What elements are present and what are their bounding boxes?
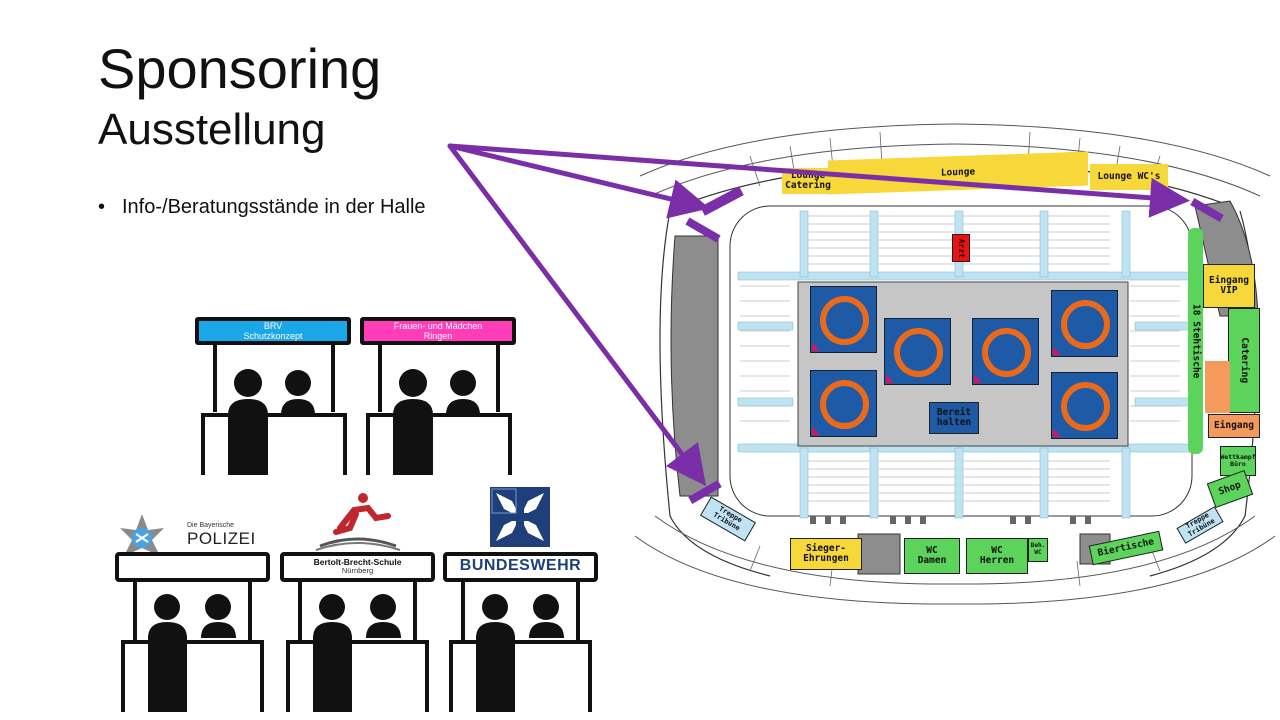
- zone-lounge-catering: Lounge Catering: [782, 168, 834, 194]
- zone-label: 18 Stehtische: [1190, 303, 1202, 379]
- zone-label: Eingang: [1213, 419, 1255, 431]
- zone-label: WC Herren: [979, 544, 1015, 566]
- school-logo-text: Bertolt-Brecht-Schule Nürnberg: [284, 558, 431, 575]
- slide-title: Sponsoring: [98, 37, 382, 100]
- logo-line: Bertolt-Brecht-Schule: [313, 557, 402, 567]
- booth-illustration: [443, 487, 598, 712]
- zone-behindert-wc: Beh. WC: [1028, 538, 1048, 562]
- bullet-marker: •: [98, 196, 106, 218]
- booth-illustration: [201, 345, 347, 475]
- zone-wettkampfbuero: Wettkampf Büro: [1220, 446, 1256, 476]
- bullet-item: • Info-/Beratungsstände in der Halle: [98, 196, 426, 219]
- zone-catering: Catering: [1228, 308, 1260, 413]
- booth-bertolt-brecht-schule: Bertolt-Brecht-Schule Nürnberg: [280, 488, 435, 712]
- zone-label: Bereit halten: [936, 406, 972, 428]
- hall-floor-plan: Lounge Lounge Catering Lounge WC's Arzt …: [630, 116, 1280, 606]
- zone-wc-herren: WC Herren: [966, 538, 1028, 574]
- wrestling-mat: [810, 286, 877, 353]
- wrestling-mat: [1051, 372, 1118, 439]
- zone-label: Lounge Catering: [785, 169, 831, 191]
- zone-label: Beh. WC: [1030, 542, 1046, 556]
- zone-arzt: Arzt: [952, 234, 970, 262]
- booth-illustration: [280, 493, 435, 712]
- slide-subtitle: Ausstellung: [98, 105, 326, 154]
- sign-line: Schutzkonzept: [243, 331, 303, 341]
- zone-label: Lounge WC's: [1097, 170, 1161, 182]
- sign-line: Ringen: [423, 331, 453, 341]
- zone-catering-orange: [1205, 361, 1230, 413]
- wrestling-mat: [884, 318, 951, 385]
- school-runner-icon: [315, 493, 401, 551]
- zone-label: Sieger- Ehrungen: [803, 542, 849, 564]
- booth-bundeswehr: BUNDESWEHR: [443, 487, 598, 712]
- bundeswehr-logo-text: BUNDESWEHR: [447, 557, 594, 575]
- bundeswehr-cross-icon: [490, 487, 550, 547]
- wrestling-mat: [972, 318, 1039, 385]
- zone-wc-damen: WC Damen: [904, 538, 960, 574]
- zone-bereit-halten: Bereit halten: [929, 402, 979, 434]
- logo-line: Die Bayerische: [187, 522, 235, 529]
- zone-label: Shop: [1217, 479, 1243, 498]
- police-logo-text: Die Bayerische POLIZEI: [187, 522, 267, 549]
- zone-label: Arzt: [957, 238, 967, 258]
- logo-line: BUNDESWEHR: [459, 557, 582, 574]
- wrestling-mat: [1051, 290, 1118, 357]
- booth-illustration: [366, 345, 512, 475]
- zone-eingang: Eingang: [1208, 414, 1260, 438]
- zone-eingang-vip: Eingang VIP: [1203, 264, 1255, 308]
- zone-label: WC Damen: [917, 544, 947, 566]
- zone-label: Eingang VIP: [1208, 274, 1250, 296]
- booth-illustration: [115, 514, 270, 712]
- logo-line: Nürnberg: [341, 565, 374, 575]
- zone-siegerehrungen: Sieger- Ehrungen: [790, 538, 862, 570]
- zone-stehtische: 18 Stehtische: [1188, 228, 1203, 454]
- bullet-text: Info-/Beratungsstände in der Halle: [122, 196, 426, 218]
- zone-label: Catering: [1239, 337, 1251, 384]
- zone-label: Lounge: [940, 166, 976, 179]
- sign-line: BRV: [263, 320, 283, 331]
- wrestling-mat: [810, 370, 877, 437]
- booth-polizei: Die Bayerische POLIZEI: [115, 512, 270, 712]
- police-star-icon: [120, 514, 164, 556]
- zone-lounge-wc: Lounge WC's: [1090, 164, 1168, 190]
- logo-line: POLIZEI: [187, 529, 256, 548]
- sign-line: Frauen- und Mädchen: [393, 320, 483, 331]
- zone-label: Wettkampf Büro: [1220, 452, 1256, 468]
